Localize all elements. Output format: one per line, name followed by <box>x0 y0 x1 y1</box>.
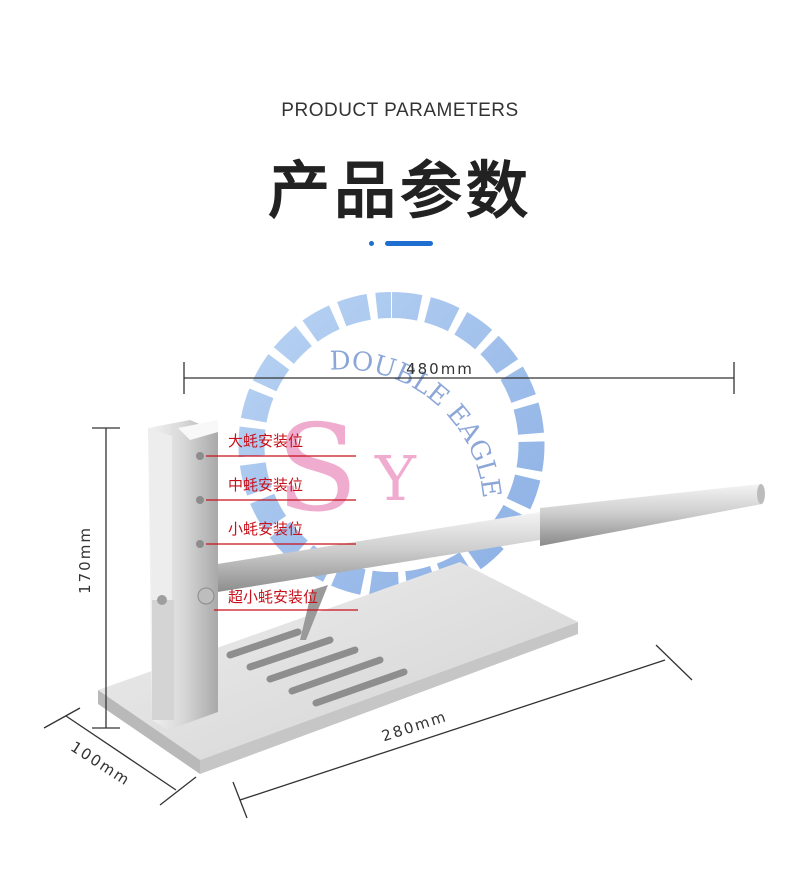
dimension-base-length <box>232 644 693 819</box>
dimension-base-width-text: 100mm <box>67 738 134 790</box>
dimension-base-width <box>43 707 197 806</box>
section-title: 产品参数 <box>267 154 532 227</box>
label-large-oyster: 大蚝安装位 <box>228 432 303 450</box>
dimension-height-text: 170mm <box>76 526 94 594</box>
watermark-initial-y: Y <box>374 442 417 515</box>
label-lines <box>206 455 358 611</box>
base-slots <box>226 628 408 707</box>
dimension-length <box>183 362 735 394</box>
decor-dot <box>369 241 374 246</box>
label-medium-oyster: 中蚝安装位 <box>228 476 303 494</box>
wing-nut <box>197 587 215 605</box>
dimension-base-length-text: 280mm <box>379 707 449 745</box>
label-extra-small-oyster: 超小蚝安装位 <box>228 588 318 606</box>
watermark-initial-s: S <box>276 400 358 539</box>
watermark-logo: DOUBLE EAGLE S Y <box>238 292 545 598</box>
dimension-height <box>92 427 120 729</box>
bolt-head <box>157 595 167 605</box>
knife-blade <box>300 585 328 640</box>
decor-bar <box>385 241 433 246</box>
vertical-post <box>148 420 218 730</box>
section-subtitle: PRODUCT PARAMETERS <box>281 100 519 121</box>
mount-hole-medium <box>196 496 204 504</box>
mount-hole-small <box>196 540 204 548</box>
handle-rod <box>205 484 765 594</box>
dimension-length-text: 480mm <box>406 360 474 378</box>
mount-hole-large <box>196 452 204 460</box>
label-small-oyster: 小蚝安装位 <box>228 520 303 538</box>
